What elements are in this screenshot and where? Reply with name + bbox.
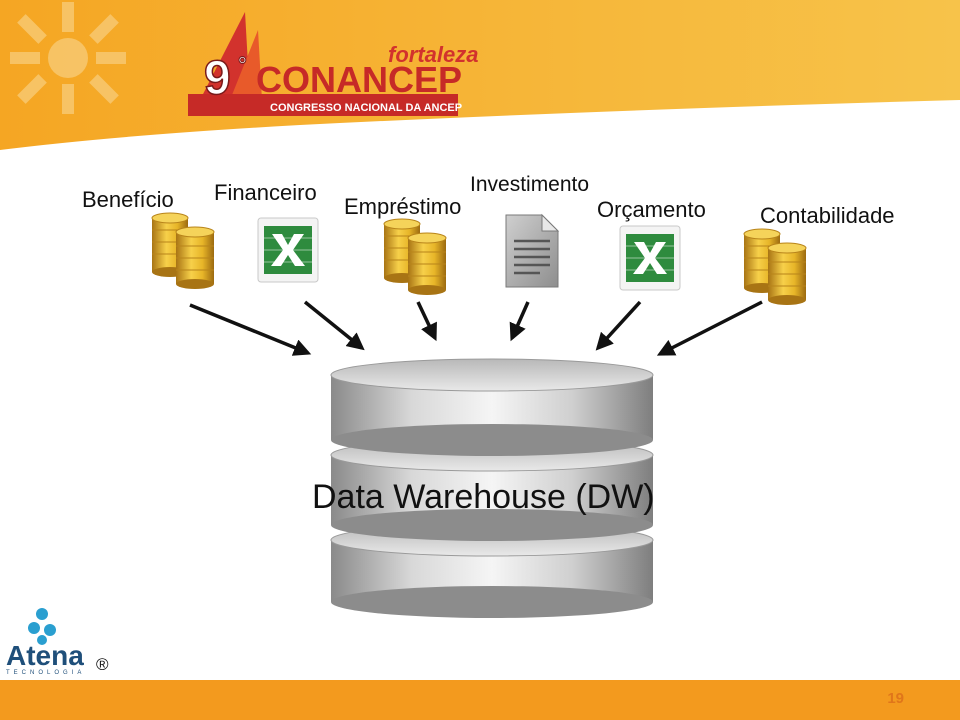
coins-icon	[383, 218, 447, 295]
coins-icon	[151, 212, 215, 289]
sail-logo-icon	[200, 12, 250, 100]
registered-mark: ®	[96, 655, 109, 674]
city-name: fortaleza	[388, 42, 478, 67]
source-label-financeiro: Financeiro	[214, 180, 317, 205]
data-warehouse-label: Data Warehouse (DW)	[312, 478, 655, 516]
header-banner: 9 ° CONANCEP fortaleza CONGRESSO NACIONA…	[0, 0, 960, 150]
source-label-orcamento: Orçamento	[597, 197, 706, 222]
sun-logo-icon	[10, 2, 126, 114]
arrow	[303, 300, 365, 351]
document-icon	[505, 213, 560, 288]
atena-logo-name: Atena	[6, 640, 84, 671]
source-label-contabilidade: Contabilidade	[760, 203, 895, 228]
event-name: CONANCEP	[256, 59, 462, 100]
coins-icon	[743, 228, 807, 305]
event-subtitle: CONGRESSO NACIONAL DA ANCEP	[270, 102, 462, 114]
edition-suffix: °	[238, 52, 247, 77]
source-label-beneficio: Benefício	[82, 187, 174, 212]
excel-icon	[619, 225, 681, 291]
footer-bar: 19	[0, 680, 960, 720]
arrow	[509, 301, 530, 342]
arrow	[189, 303, 312, 356]
arrow	[416, 301, 437, 342]
page-number: 19	[887, 690, 904, 707]
source-label-investimento: Investimento	[470, 173, 590, 196]
atena-logo-sub: TECNOLOGIA	[6, 670, 86, 676]
excel-icon	[257, 217, 319, 283]
atena-logo: Atena TECNOLOGIA	[6, 640, 86, 677]
edition-number: 9	[204, 52, 231, 105]
arrow	[595, 300, 642, 351]
source-label-emprestimo: Empréstimo	[344, 194, 462, 219]
arrow	[656, 300, 763, 356]
